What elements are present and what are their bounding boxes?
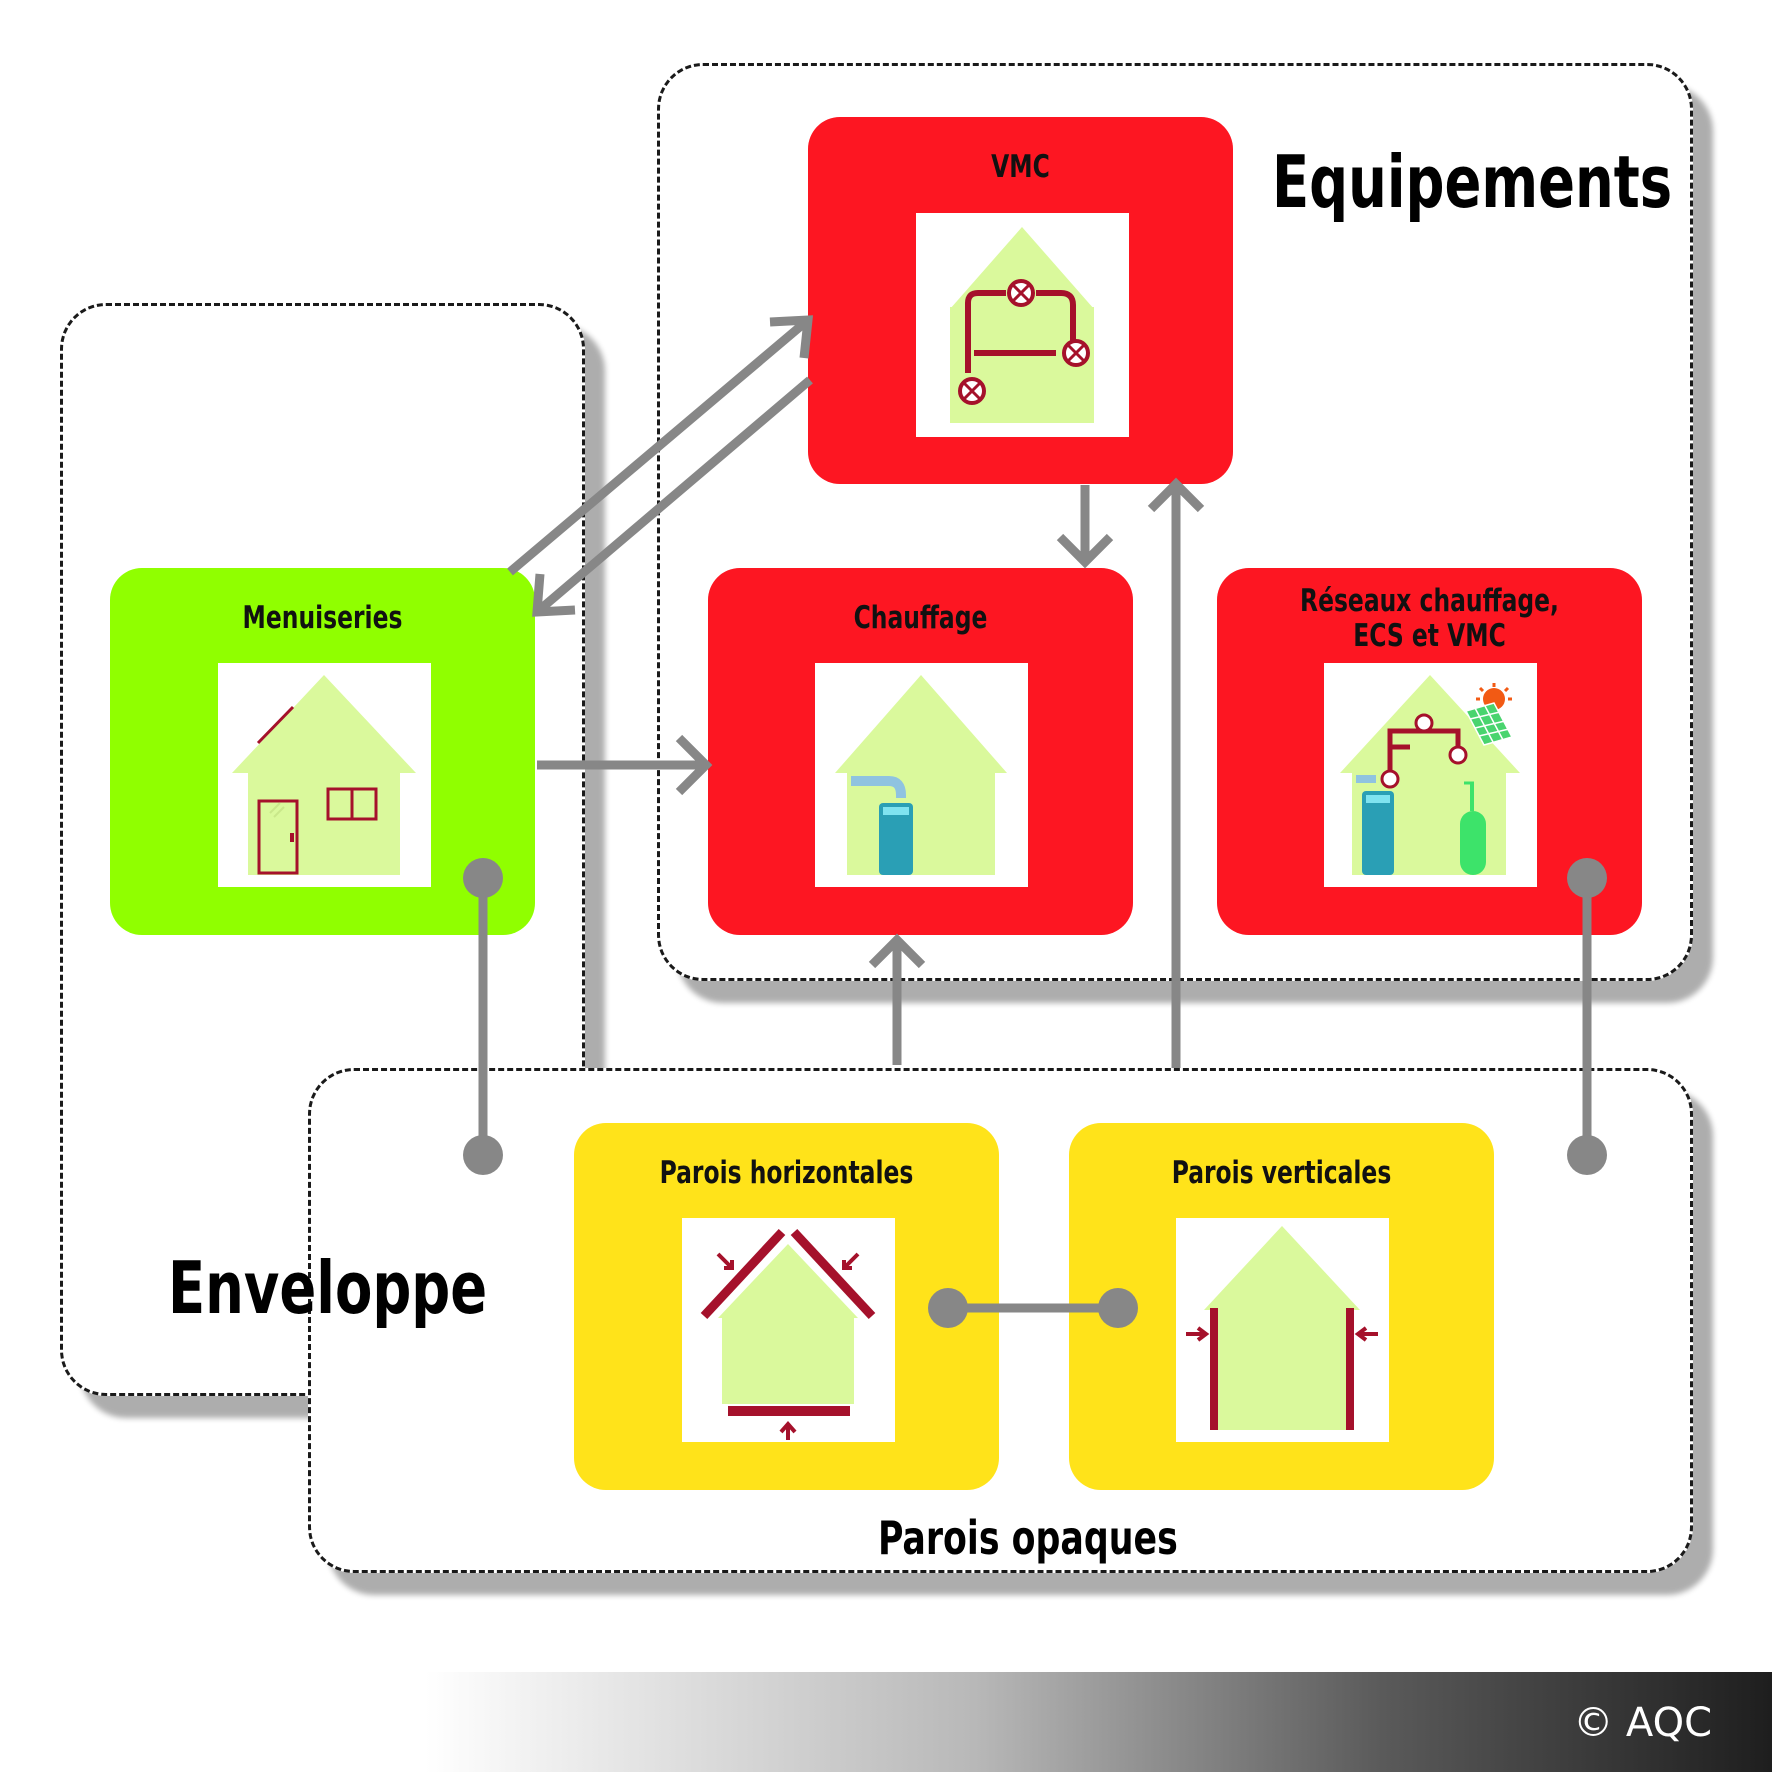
menuiseries-icon-frame <box>218 663 431 887</box>
reseaux-title-line1: Réseaux chauffage, <box>1300 583 1559 619</box>
parois-opaques-label: Parois opaques <box>878 1511 1178 1565</box>
house-roof-floor-insulation-icon <box>700 1228 876 1440</box>
house-ventilation-icon <box>950 227 1094 423</box>
copyright-text: © AQC <box>1573 1700 1712 1746</box>
footer-gradient-bar <box>0 1672 1772 1772</box>
parois-verticales-card[interactable]: Parois verticales <box>1069 1123 1494 1490</box>
house-networks-solar-icon <box>1340 675 1520 875</box>
vmc-card[interactable]: VMC <box>808 117 1233 484</box>
menuiseries-card[interactable]: Menuiseries <box>110 568 535 935</box>
parois-horizontales-title: Parois horizontales <box>659 1155 914 1191</box>
chauffage-card[interactable]: Chauffage <box>708 568 1133 935</box>
equipements-label: Equipements <box>1272 140 1673 224</box>
vmc-icon-frame <box>916 213 1129 437</box>
enveloppe-label: Enveloppe <box>168 1246 488 1330</box>
parois-horizontales-icon-frame <box>682 1218 895 1442</box>
parois-verticales-title: Parois verticales <box>1171 1155 1392 1191</box>
house-wall-insulation-icon <box>1186 1226 1378 1430</box>
reseaux-icon-frame <box>1324 663 1537 887</box>
reseaux-title-line2: ECS et VMC <box>1353 618 1506 654</box>
house-door-window-icon <box>232 675 416 875</box>
parois-verticales-icon-frame <box>1176 1218 1389 1442</box>
chauffage-title: Chauffage <box>853 600 988 636</box>
menuiseries-title: Menuiseries <box>242 600 403 636</box>
vmc-title: VMC <box>991 149 1050 185</box>
reseaux-card[interactable]: Réseaux chauffage, ECS et VMC <box>1217 568 1642 935</box>
parois-horizontales-card[interactable]: Parois horizontales <box>574 1123 999 1490</box>
chauffage-icon-frame <box>815 663 1028 887</box>
house-boiler-icon <box>835 675 1007 875</box>
